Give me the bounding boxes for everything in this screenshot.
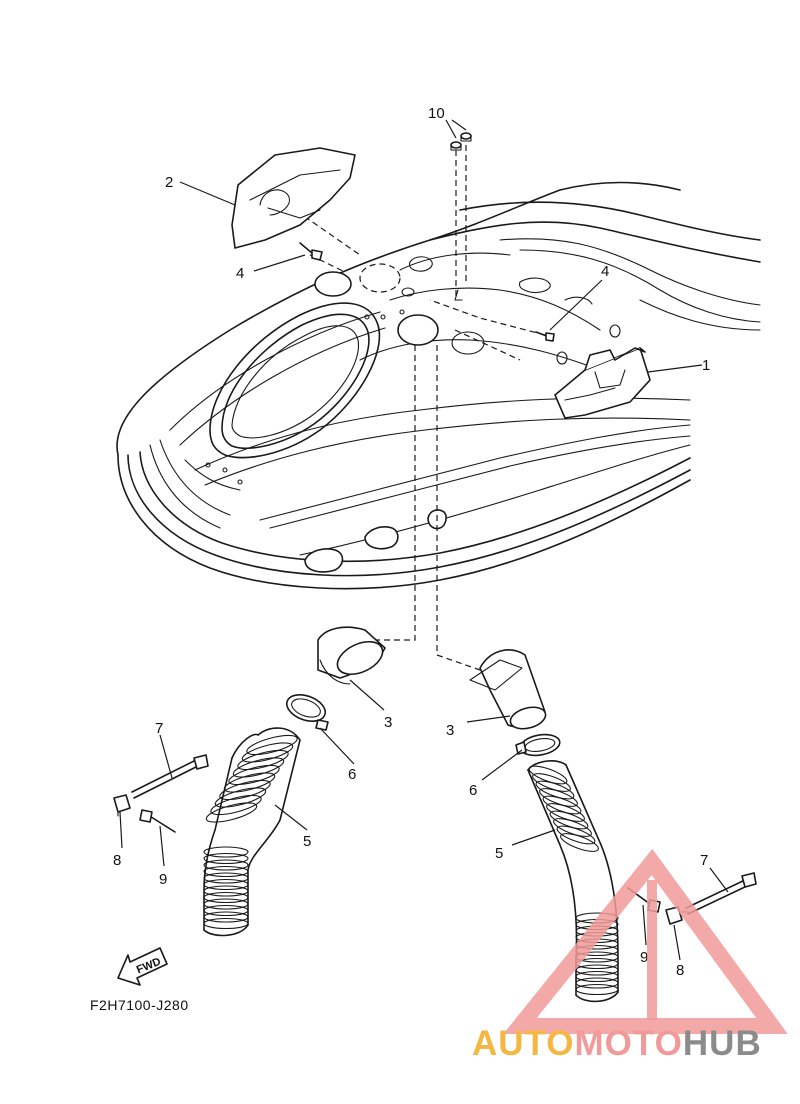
callout-leaders <box>119 119 729 961</box>
part-8-clip-left <box>113 794 131 817</box>
hose-rib <box>210 794 262 816</box>
part-3-duct-elbow-right <box>469 649 547 730</box>
callout-5-right: 5 <box>495 845 503 862</box>
hose-rib <box>553 818 592 837</box>
part-3-duct-elbow-left <box>317 626 386 685</box>
callout-labels: 1 2 3 3 4 4 5 5 6 6 7 7 8 8 9 9 10 <box>113 105 710 979</box>
callout-6-right: 6 <box>469 782 477 799</box>
callout-6-left: 6 <box>348 766 356 783</box>
callout-9-left: 9 <box>159 871 167 888</box>
part-6-clamp-right <box>515 733 561 757</box>
hose-rib <box>546 803 585 822</box>
callout-7-left: 7 <box>155 720 163 737</box>
part-7-cable-tie-left <box>131 754 209 799</box>
callout-4-right: 4 <box>601 263 609 280</box>
callout-8-left: 8 <box>113 852 121 869</box>
callout-4-left: 4 <box>236 265 244 282</box>
hose-rib <box>203 852 249 865</box>
hose-rib <box>237 749 289 771</box>
hose-rib <box>214 787 267 808</box>
hose-rib <box>575 964 619 976</box>
part-1-bracket <box>554 347 651 419</box>
hose-rib <box>219 779 271 801</box>
part-2-cover <box>231 147 356 249</box>
part-6-clamp-left <box>285 694 329 731</box>
automotohub-watermark: AUTOMOTOHUB <box>472 848 788 1063</box>
fwd-arrow-icon: FWD <box>117 947 168 986</box>
part-5-hose-left <box>203 727 301 937</box>
hose-rib <box>203 846 249 858</box>
callout-1: 1 <box>702 357 710 374</box>
part-10-caps <box>450 132 472 301</box>
hose-rib <box>203 917 249 930</box>
watermark-text: AUTOMOTOHUB <box>472 1024 762 1063</box>
hose-rib <box>532 773 571 792</box>
drawing-code: F2H7100-J280 <box>90 997 189 1013</box>
hose-rib <box>203 911 249 923</box>
part-9-rivet-left <box>139 809 176 833</box>
callout-3-left: 3 <box>384 714 392 731</box>
hose-rib <box>228 764 280 786</box>
hose-rib <box>232 757 285 778</box>
hose-rib <box>528 765 568 785</box>
hose-rib <box>203 898 249 910</box>
hose-rib <box>535 780 575 800</box>
hose-rib <box>556 825 596 845</box>
hose-rib <box>246 734 298 756</box>
part-4-screw-left <box>299 242 323 261</box>
callout-9-right: 9 <box>640 949 648 966</box>
hose-rib <box>203 885 249 897</box>
watermark-triangle-icon <box>503 848 788 1034</box>
hose-rib <box>203 872 249 884</box>
hose-rib <box>575 970 619 983</box>
hose-rib <box>241 742 294 763</box>
callout-5-left: 5 <box>303 833 311 850</box>
hose-rib <box>205 802 258 823</box>
hose-rib <box>203 859 249 871</box>
assembly-dashed-lines <box>287 145 546 671</box>
hose-rib <box>575 977 619 989</box>
part-7-cable-tie-right <box>685 872 757 915</box>
callout-8-right: 8 <box>676 962 684 979</box>
callout-3-right: 3 <box>446 722 454 739</box>
watermark-auto: AUTO <box>472 1024 575 1063</box>
part-4-screw-right <box>535 331 555 342</box>
hose-rib <box>203 891 249 904</box>
hose-rib <box>560 833 599 852</box>
watercraft-deck <box>116 181 761 590</box>
callout-7-right: 7 <box>700 852 708 869</box>
hose-rib <box>575 983 619 996</box>
hose-rib <box>539 788 578 807</box>
hose-rib <box>542 795 582 815</box>
watermark-hub: HUB <box>683 1024 762 1063</box>
hose-rib <box>549 810 589 830</box>
callout-10: 10 <box>428 105 445 122</box>
watermark-moto: MOTO <box>575 1024 683 1063</box>
hose-rib <box>223 772 276 793</box>
callout-2: 2 <box>165 174 173 191</box>
hose-rib <box>203 878 249 891</box>
hose-rib <box>203 865 249 878</box>
hose-rib <box>203 904 249 917</box>
